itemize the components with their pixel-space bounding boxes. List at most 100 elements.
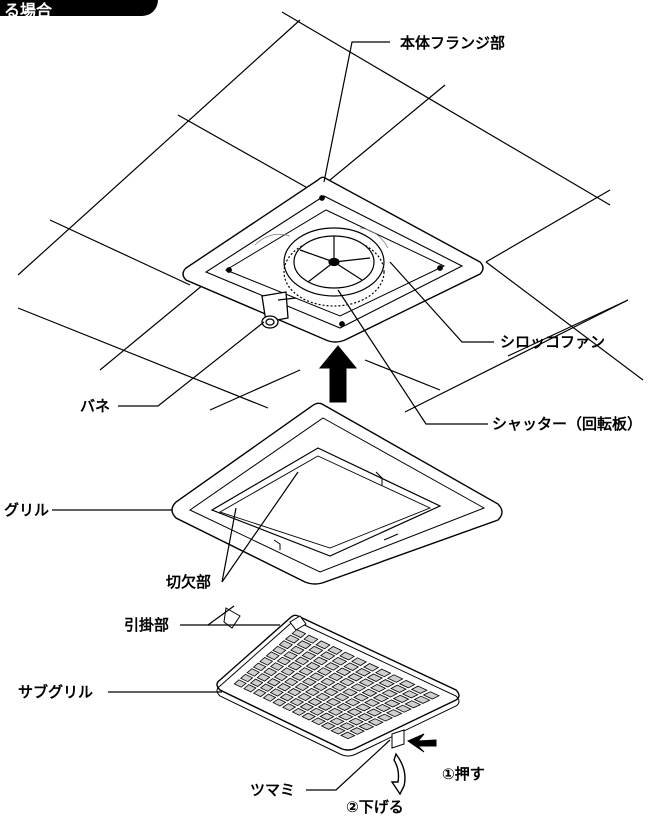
sub-grille-cell	[331, 682, 347, 692]
sub-grille-cell	[284, 677, 299, 687]
label-hook: 引掛部	[124, 616, 170, 634]
sub-grille-cell	[302, 677, 317, 686]
header-tab-text: る場合	[4, 1, 53, 20]
sub-grille-cell	[374, 703, 392, 712]
sub-grille-cell	[344, 698, 361, 707]
sub-grille-cell	[413, 695, 431, 704]
sub-grille-cell	[340, 731, 356, 740]
leader-lines	[52, 41, 494, 791]
sub-grille-cell	[252, 688, 267, 698]
sub-grille-cell	[376, 713, 394, 722]
sub-grille-cell	[327, 646, 343, 655]
sub-grille-cell	[358, 722, 375, 731]
sub-grille-cell	[278, 640, 294, 650]
sub-grille-cell	[269, 688, 284, 697]
sub-grille-cell	[339, 677, 355, 687]
sub-grille-cell	[305, 661, 321, 671]
ceiling-line	[49, 219, 191, 286]
sub-grille-cell	[294, 682, 310, 692]
ceiling-line	[177, 114, 321, 196]
sub-grille-cell	[276, 656, 291, 666]
sub-grille-cell	[280, 667, 295, 676]
sub-grille-cell	[291, 629, 307, 639]
sub-grille-cell	[316, 667, 333, 676]
label-step1: ①押す	[442, 765, 485, 783]
sub-grille-cell	[266, 678, 281, 687]
sub-grille-cell	[308, 645, 324, 655]
sub-grille-cell	[294, 656, 310, 666]
sub-grille-cell	[289, 698, 305, 707]
push-arrow	[406, 733, 437, 753]
sub-grille-cell	[346, 708, 363, 716]
ceiling-line	[485, 261, 644, 381]
sub-grille-cell	[301, 651, 317, 660]
sub-grille-cell	[366, 673, 383, 682]
sub-grille-cell	[378, 679, 395, 688]
sub-grille-cell	[331, 656, 348, 666]
sub-grille-cell	[370, 683, 387, 693]
ceiling-line	[485, 189, 611, 263]
sub-grille-cell	[315, 692, 331, 702]
sub-grille-cell	[338, 712, 354, 721]
ceiling-line	[281, 11, 611, 206]
sub-grille-cell	[330, 726, 346, 735]
sub-grille-cell	[386, 674, 404, 683]
sub-grille-cell	[355, 703, 372, 712]
sub-grille-cell	[311, 717, 326, 726]
spring-part	[261, 291, 297, 329]
sub-grille-cell	[252, 662, 267, 672]
ceiling-line	[507, 299, 629, 357]
sub-grille-cell	[273, 672, 288, 682]
sub-grille-cell	[309, 707, 325, 716]
label-body-flange: 本体フランジ部	[400, 34, 506, 52]
sub-grille-cell	[287, 661, 303, 671]
label-sub-grille: サブグリル	[18, 683, 94, 701]
sub-grille-cell	[233, 679, 247, 688]
sirocco-fan	[254, 227, 389, 307]
sub-grille-cell	[304, 687, 320, 697]
sub-grille-cell	[366, 708, 383, 717]
sub-grille-cell	[312, 656, 328, 666]
sub-grille-cell	[329, 717, 345, 726]
sub-grille-cell	[290, 645, 305, 655]
sub-grille-cell	[265, 651, 280, 661]
sub-grille-cell	[309, 672, 325, 681]
sub-grille-cell	[301, 712, 317, 721]
grille	[171, 402, 503, 585]
label-knob: ツマミ	[250, 781, 296, 799]
sub-grille-cell	[291, 672, 306, 681]
sub-grille-cell	[347, 673, 363, 682]
sub-grille-cell	[357, 713, 374, 721]
sub-grille-cell	[401, 690, 419, 699]
sub-grille-cell	[381, 689, 398, 698]
sub-grille-cell	[239, 673, 254, 683]
sub-grille-cell	[324, 662, 340, 671]
sub-grille-cell	[297, 692, 312, 702]
sub-grille-cell	[269, 662, 285, 671]
sub-grille-cell	[262, 693, 277, 702]
label-grille: グリル	[4, 501, 50, 519]
lower-arrow	[390, 752, 406, 796]
sub-grille-cell	[404, 700, 422, 709]
ceiling-line	[364, 359, 441, 391]
sub-grille-cell	[319, 712, 335, 721]
sub-grille-cell	[422, 691, 440, 700]
sub-grille-cell	[296, 640, 312, 650]
sub-grille-cell	[334, 693, 350, 702]
sub-grille-cell	[272, 698, 287, 707]
sub-grille-cell	[249, 678, 264, 687]
sub-grille-cell	[327, 707, 344, 716]
sub-grille-cell	[390, 684, 407, 693]
sub-grille-cell	[410, 685, 428, 694]
sub-grille-cell	[385, 709, 403, 718]
sub-grille-cell	[395, 704, 412, 713]
sub-grille-cell	[353, 693, 369, 702]
sub-grille-cell	[284, 634, 300, 644]
sub-grille-cell	[315, 640, 331, 650]
sub-grille-cell	[320, 651, 336, 661]
sub-grille-cell	[256, 673, 271, 682]
sub-grille-cell	[243, 684, 257, 693]
sub-grille-cell	[392, 694, 410, 703]
sub-grille-cell	[363, 663, 380, 672]
